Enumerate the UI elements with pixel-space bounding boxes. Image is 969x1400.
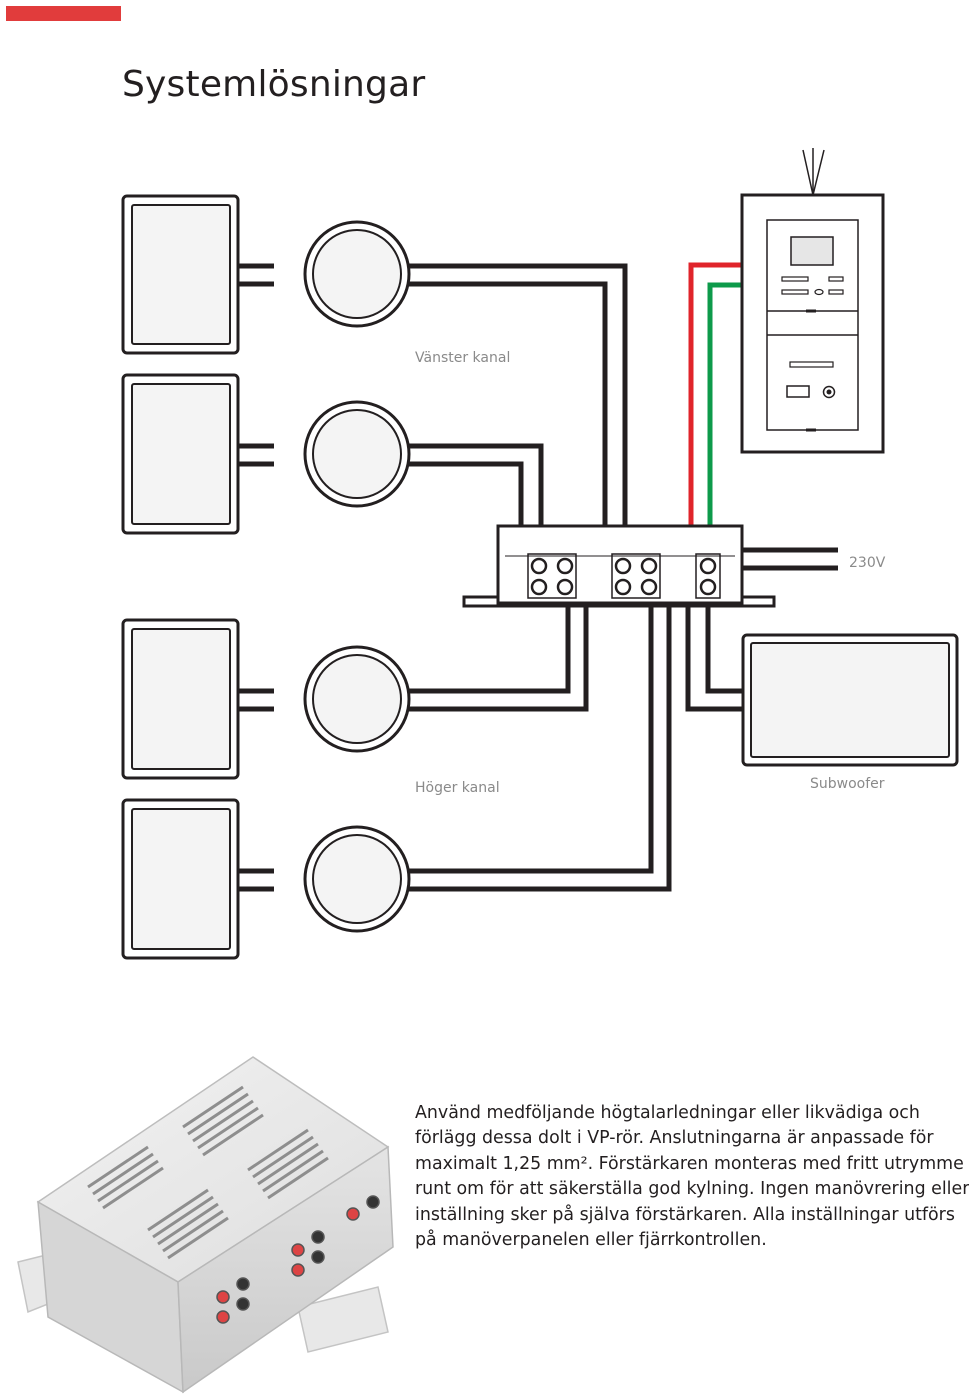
amplifier-unit xyxy=(462,524,776,608)
ceiling-speaker-left-1 xyxy=(303,220,411,328)
description-paragraph: Använd medföljande högtalarledningar ell… xyxy=(415,1101,969,1253)
page-title: Systemlösningar xyxy=(122,64,426,105)
subwoofer xyxy=(741,633,959,767)
red-wire xyxy=(688,262,742,528)
control-panel xyxy=(740,148,885,454)
wall-speaker-right-2 xyxy=(121,798,240,960)
description-line: Använd medföljande högtalarledningar ell… xyxy=(415,1103,920,1123)
wall-speaker-left-1 xyxy=(121,194,240,355)
display-screen xyxy=(790,236,834,266)
mains-wires xyxy=(742,547,838,571)
mains-label: 230V xyxy=(849,555,886,571)
accent-bar xyxy=(6,6,121,21)
speaker-stub-wires xyxy=(238,263,274,892)
ceiling-speaker-left-2 xyxy=(303,400,411,508)
description-line: runt om för att säkerställa god kylning.… xyxy=(415,1179,969,1200)
description-line: på manöverpanelen eller fjärrkontrollen. xyxy=(415,1230,767,1251)
amplifier-terminals xyxy=(530,557,717,596)
description-line: maximalt 1,25 mm². Förstärkaren monteras… xyxy=(415,1153,964,1174)
subwoofer-label: Subwoofer xyxy=(810,776,885,792)
right-channel-label: Höger kanal xyxy=(415,780,500,796)
wall-speaker-left-2 xyxy=(121,373,240,535)
wall-speaker-right-1 xyxy=(121,618,240,780)
amplifier-product-image xyxy=(17,1056,394,1394)
ceiling-speaker-right-2 xyxy=(303,825,411,933)
description-line: förlägg dessa dolt i VP-rör. Anslutninga… xyxy=(415,1128,934,1149)
ceiling-speaker-right-1 xyxy=(303,645,411,753)
green-wire xyxy=(707,282,742,528)
speaker-wiring xyxy=(409,263,744,892)
description-line: inställning sker på själva förstärkaren.… xyxy=(415,1204,955,1225)
left-channel-label: Vänster kanal xyxy=(415,350,510,366)
wiring-diagram: Vänster kanal Höger kanal 230V Subwoofer xyxy=(121,148,959,960)
